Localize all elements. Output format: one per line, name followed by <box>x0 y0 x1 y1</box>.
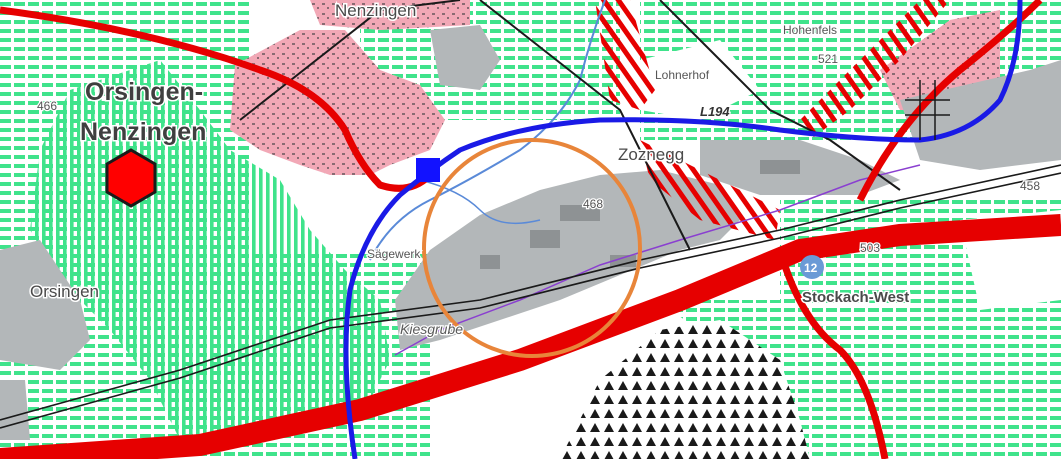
place-label-lohnerhof: Lohnerhof <box>655 68 710 82</box>
elevation-label-468: 468 <box>583 197 603 211</box>
industrial-area <box>0 25 1061 440</box>
place-label-kiesgrube: Kiesgrube <box>400 321 463 337</box>
grid-mark <box>905 80 950 140</box>
place-label-sagewerk: Sägewerk <box>367 247 421 261</box>
place-label-orsingen: Orsingen <box>30 282 99 301</box>
elevation-label-521: 521 <box>818 52 838 66</box>
place-label-orsingen-nenzingen-line2: Nenzingen <box>80 118 206 146</box>
place-label-zoznegg: Zoznegg <box>618 145 684 164</box>
red-hatched-zone <box>595 0 950 240</box>
blue-route <box>343 0 1023 459</box>
place-label-nenzingen-top: Nenzingen <box>335 1 416 20</box>
river <box>369 0 606 261</box>
place-label-hohenfels: Hohenfels <box>783 23 837 37</box>
elevation-label-458: 458 <box>1020 179 1040 193</box>
railway <box>0 164 1061 429</box>
place-label-orsingen-nenzingen-line1: Orsingen- <box>85 78 203 106</box>
orange-circle-icon <box>422 138 642 358</box>
place-label-stockach-west: Stockach-West <box>802 289 909 306</box>
triangle-hatched-area <box>560 320 810 459</box>
motorway-junction-icon <box>800 255 824 279</box>
red-hexagon-icon <box>105 148 157 208</box>
road-label-l194: L194 <box>700 104 730 119</box>
elevation-label-466: 466 <box>37 99 57 113</box>
blue-square-icon <box>416 158 440 182</box>
junction-number-label: 12 <box>804 261 818 275</box>
elevation-label-503: 503 <box>860 241 880 255</box>
